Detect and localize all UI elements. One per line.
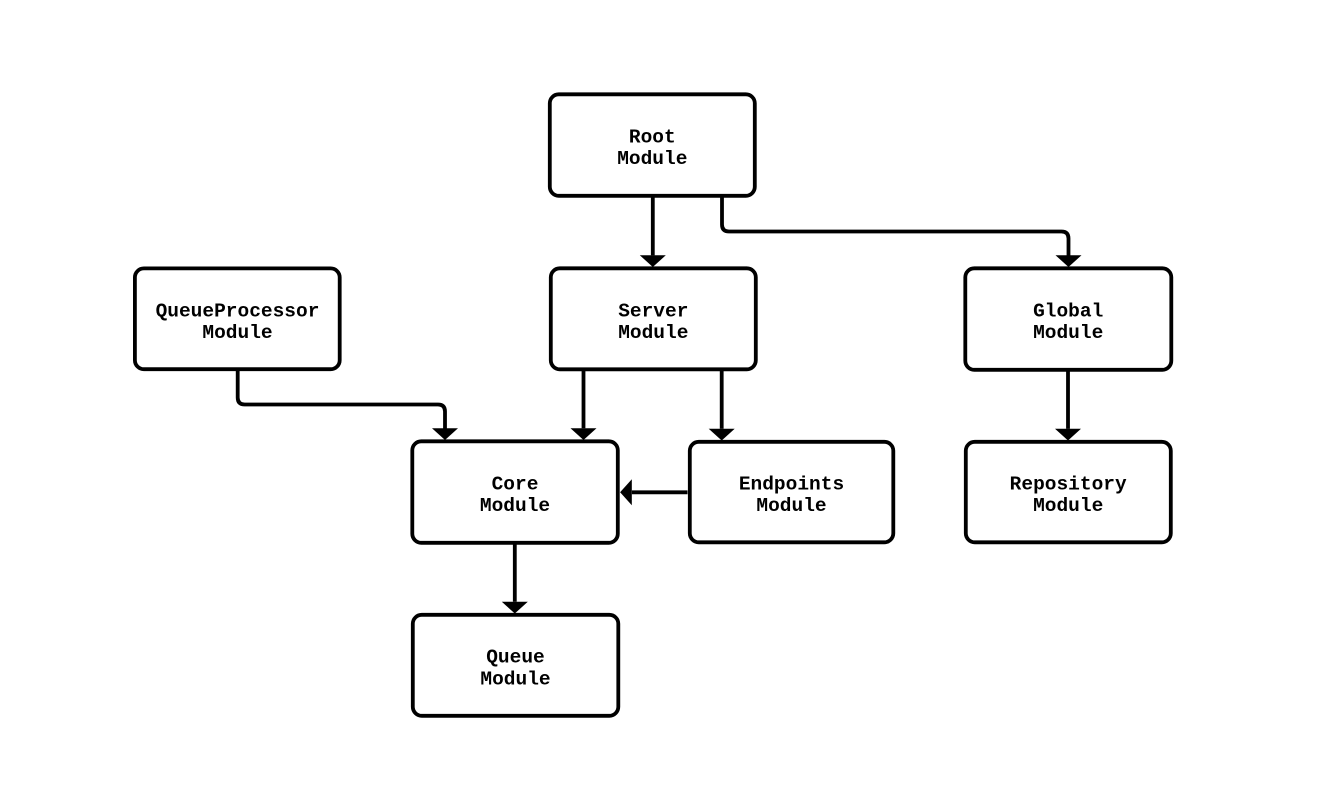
svg-text:Module: Module [617,148,687,170]
svg-text:Module: Module [756,495,826,517]
svg-text:Server: Server [618,300,688,322]
svg-text:Module: Module [1033,322,1103,344]
svg-text:Module: Module [480,668,550,690]
svg-text:Module: Module [1033,495,1103,517]
svg-text:Module: Module [480,495,550,517]
svg-text:Module: Module [618,322,688,344]
svg-text:Endpoints: Endpoints [739,474,844,496]
svg-text:QueueProcessor: QueueProcessor [156,300,320,322]
svg-text:Core: Core [492,474,539,496]
svg-text:Module: Module [202,322,272,344]
svg-text:Repository: Repository [1010,474,1127,496]
svg-text:Global: Global [1033,301,1103,323]
svg-text:Root: Root [629,127,676,149]
svg-text:Queue: Queue [486,647,545,669]
